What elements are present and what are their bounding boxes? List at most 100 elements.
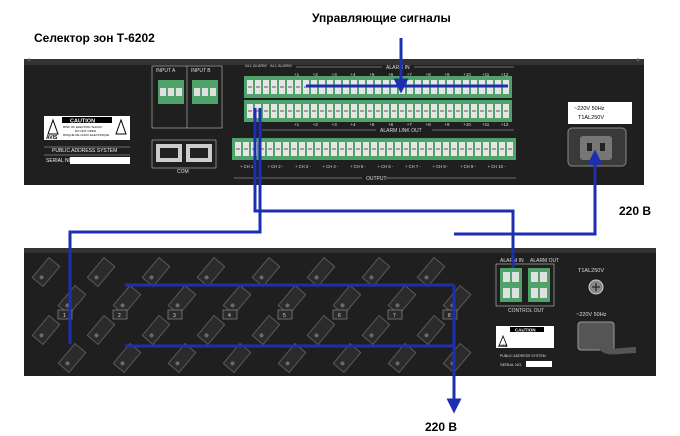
top-power-inlet: ~220V 50Hz T1AL250V [567,102,632,167]
bottom-caution-label: CAUTION AVIS [496,326,554,348]
link-number-5: +5 [369,122,375,127]
top-caution-label: CAUTION RISK OF ELECTRIC SHOCK DO NOT OP… [44,116,130,141]
link-number-4: +4 [350,122,356,127]
top-serial-label: SERIAL NO: [46,158,74,164]
alarm-number-labels: +1+2+3+4+5+6+7+8+9+10+11+12 [294,72,509,77]
output-terminals [232,138,516,160]
zone-tag [442,309,458,320]
heatsink-slot [332,342,362,374]
bottom-serial-label: SERIAL NO. [500,362,522,367]
alarm-number-3: +3 [332,72,338,77]
zone-tag-label-5: 5 [283,313,286,319]
power-label-bottom: 220 В [425,420,457,434]
heatsink-slot [361,256,391,288]
bottom-caution-title: CAUTION [515,328,536,333]
diagram-title: Селектор зон Т-6202 [34,31,155,45]
top-power-rating: ~220V 50Hz [574,106,605,112]
top-caution-title: CAUTION [70,119,95,125]
zone-tag [57,309,73,320]
link-number-8: +8 [426,122,432,127]
link-number-2: +2 [313,122,319,127]
all-alarm-label-left: ALL ALARM [245,63,267,68]
channel-label-7: + CH 7 - [405,164,421,169]
alarm-number-11: +11 [482,72,490,77]
alarm-number-10: +10 [463,72,471,77]
alarm-link-out-label: ALARM LINK OUT [380,128,422,134]
heatsink-slot [222,342,252,374]
heatsink-slot [196,256,226,288]
output-wire [68,108,262,344]
heatsink-slot [277,342,307,374]
brand-text: AVIS [46,135,58,141]
heatsink-slot [306,256,336,288]
channel-labels: + CH 1 -+ CH 2 -+ CH 3 -+ CH 4 -+ CH 5 -… [240,164,506,169]
com-label: COM [177,169,189,175]
heatsink-slot [141,256,171,288]
heatsink-slot [31,314,61,346]
bottom-power-rating: ~220V 50Hz [576,312,607,318]
heatsink-slot [387,342,417,374]
heatsink-slot [251,314,281,346]
zone-tag [387,309,403,320]
caution-text: DO NOT OPEN [75,129,96,133]
heatsink-slot [416,256,446,288]
link-number-11: +11 [482,122,490,127]
heatsink-slot [112,342,142,374]
link-number-1: +1 [294,122,300,127]
output-label: OUTPUT [366,176,387,182]
link-number-6: +6 [388,122,394,127]
all-alarm-label-right: ALL ALARM [270,63,292,68]
link-number-7: +7 [407,122,413,127]
zone-selector-unit: INPUT A INPUT B CAUTION RISK OF ELECTRIC… [24,58,644,185]
alarm-number-6: +6 [388,72,394,77]
alarm-number-2: +2 [313,72,319,77]
top-power-socket [580,136,612,160]
caution-text: RISK OF ELECTRIC SHOCK [63,125,102,129]
input-b-label: INPUT B [191,68,211,74]
channel-label-5: + CH 5 - [350,164,366,169]
channel-label-4: + CH 4 - [323,164,339,169]
alarm-number-7: +7 [407,72,413,77]
alarm-number-9: +9 [444,72,450,77]
input-a-label: INPUT A [156,68,176,74]
alarm-in-label: ALARM IN [386,65,410,71]
alarm-number-8: +8 [426,72,432,77]
channel-label-9: + CH 9 - [460,164,476,169]
bottom-brand: AVIS [498,343,507,348]
heatsink-slot [86,256,116,288]
link-number-9: +9 [444,122,450,127]
channel-label-10: + CH 10 - [488,164,507,169]
top-system-label: PUBLIC ADDRESS SYSTEM [52,148,117,154]
channel-label-2: + CH 2 - [268,164,284,169]
power-arrow-top [454,149,603,236]
control-signals-label: Управляющие сигналы [312,11,451,25]
alarm-number-1: +1 [294,72,300,77]
power-cord [597,342,637,355]
link-number-3: +3 [332,122,338,127]
zone-tag [222,309,238,320]
bottom-system-label: PUBLIC ADDRESS SYSTEM [500,354,546,358]
heatsink-slot [141,314,171,346]
zone-tag-label-2: 2 [118,313,121,319]
heatsink-slot [251,256,281,288]
link-number-10: +10 [463,122,471,127]
heatsink-slot [361,314,391,346]
wiring [68,38,603,414]
heatsink-slot [86,314,116,346]
zone-tag [277,309,293,320]
control-out-label: CONTROL OUT [508,308,544,314]
com-ports: COM [151,139,217,175]
heatsink-slot [196,314,226,346]
zone-tag [112,309,128,320]
alarm-link-wire [253,108,515,268]
bottom-fuse-rating: T1AL250V [578,268,604,274]
link-number-labels: +1+2+3+4+5+6+7+8+9+10+11+12 [294,122,509,127]
alarm-number-5: +5 [369,72,375,77]
heatsink-slot [167,342,197,374]
top-fuse-rating: T1AL250V [578,115,604,121]
channel-label-6: + CH 6 - [378,164,394,169]
caution-text: RISQUE DE CHOC ELECTRIQUE [63,133,109,137]
